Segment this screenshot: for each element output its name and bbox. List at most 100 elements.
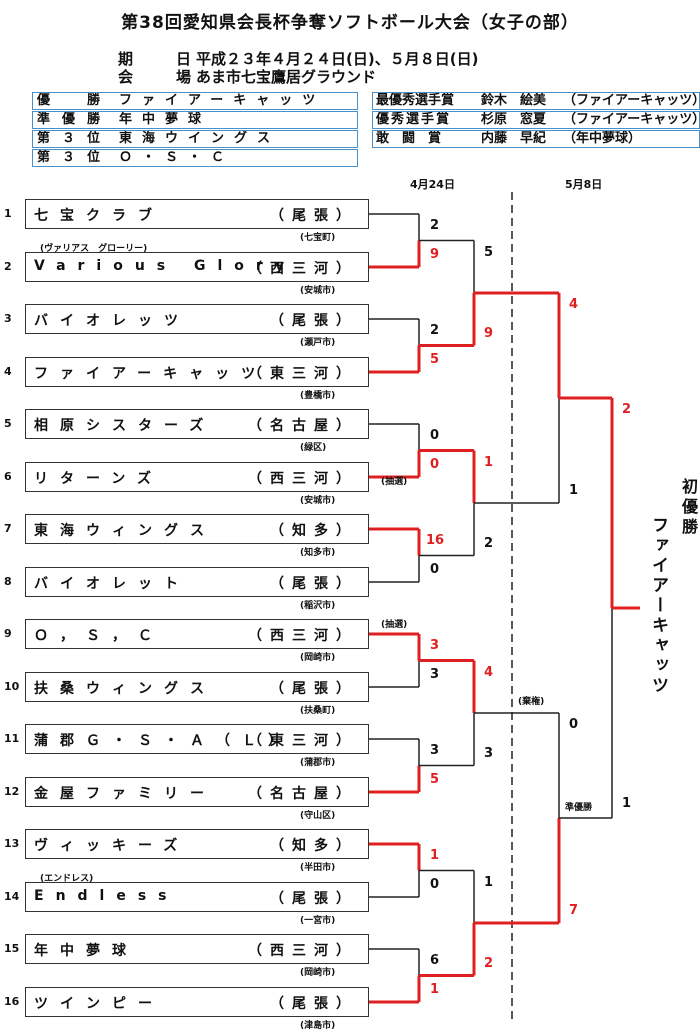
team-city: (豊橋市) (300, 391, 336, 401)
team-region: （名古屋） (248, 418, 358, 434)
team-box: バイオレット（尾張） (25, 567, 369, 597)
team-name: Endless (34, 888, 179, 904)
team-city: (蒲郡市) (300, 758, 336, 768)
team-box: 金屋ファミリー（名古屋） (25, 777, 369, 807)
award-winner-name: 鈴木 絵美 (481, 93, 547, 108)
team-city: (知多市) (300, 548, 336, 558)
awards-right-table: 最優秀選手賞 鈴木 絵美 （ファイアーキャッツ） 優秀選手賞 杉原 窓夏 （ファ… (372, 92, 700, 149)
champion-label: 初優勝 (679, 478, 698, 538)
game-score: 4 (569, 297, 579, 312)
award-row: 第３位 Ｏ・Ｓ・Ｃ (32, 149, 358, 167)
team-name: 扶桑ウィングス (34, 681, 216, 697)
team-city: (守山区) (300, 811, 336, 821)
game-score: 0 (430, 457, 440, 472)
game-score: 3 (430, 667, 440, 682)
forfeit-note: (棄権) (518, 697, 545, 707)
team-region: （知多） (270, 838, 358, 854)
game-score: 5 (430, 772, 440, 787)
award-label: 優 勝 (37, 93, 113, 108)
team-city: (津島市) (300, 1021, 336, 1031)
game-score: 5 (430, 352, 440, 367)
team-name: ツインピー (34, 996, 164, 1012)
team-box: ヴィッキーズ （知多） (25, 829, 369, 859)
team-name: Ｏ，Ｓ，Ｃ (34, 628, 164, 644)
team-region: （西三河） (248, 471, 358, 487)
team-city: (瀬戸市) (300, 338, 336, 348)
team-city: (安城市) (300, 286, 336, 296)
game-score: 1 (484, 454, 494, 470)
team-region: （西三河） (248, 628, 358, 644)
team-region: （尾張） (270, 313, 358, 329)
team-name: バイオレッツ (34, 313, 190, 329)
award-winner-name: 内藤 早紀 (481, 131, 547, 146)
team-region: （尾張） (270, 681, 358, 697)
game-score: 1 (569, 483, 579, 498)
team-name: 蒲郡Ｇ・Ｓ・Ａ（Ｌ） (34, 733, 294, 749)
team-box: Various Glory（西三河） (25, 252, 369, 282)
team-box: Ｏ，Ｓ，Ｃ （西三河） (25, 619, 369, 649)
award-row: 第３位 東海ウイングス (32, 130, 358, 148)
award-value: ファイアーキャッツ (119, 93, 326, 108)
team-name: Various Glory (34, 258, 296, 274)
award-winner-team: （年中夢球） (563, 131, 642, 146)
team-name: リターンズ (34, 471, 164, 487)
team-city: (半田市) (300, 863, 336, 873)
award-row: 優 勝 ファイアーキャッツ (32, 92, 358, 110)
team-number: 15 (4, 942, 20, 955)
team-box: 蒲郡Ｇ・Ｓ・Ａ（Ｌ）（東三河） (25, 724, 369, 754)
team-number: 11 (4, 732, 20, 745)
lottery-note: (抽選) (381, 477, 408, 487)
award-value: Ｏ・Ｓ・Ｃ (119, 150, 235, 165)
round1-date: 4月24日 (410, 178, 455, 191)
team-reading: (ヴァリアス グローリー) (40, 244, 148, 254)
award-value: 東海ウイングス (119, 131, 281, 146)
team-number: 10 (4, 680, 20, 693)
team-region: （西三河） (248, 943, 358, 959)
game-score: 5 (484, 244, 494, 260)
team-city: (七宝町) (300, 233, 336, 243)
runner-up-note: 準優勝 (565, 803, 593, 813)
venue-label: 会 場 (118, 68, 206, 86)
team-box: ツインピー （尾張） (25, 987, 369, 1017)
team-region: （尾張） (270, 208, 358, 224)
game-score: 1 (430, 982, 440, 997)
date-label: 期 日 (118, 50, 206, 68)
team-name: ヴィッキーズ (34, 838, 190, 854)
award-label: 第３位 (37, 131, 113, 146)
game-score: 0 (430, 877, 440, 892)
award-label: 準優勝 (37, 112, 113, 127)
team-name: 相原シスターズ (34, 418, 216, 434)
team-number: 16 (4, 995, 20, 1008)
team-box: バイオレッツ （尾張） (25, 304, 369, 334)
award-row: 敢 闘 賞 内藤 早紀 （年中夢球） (372, 130, 700, 148)
award-label: 優秀選手賞 (376, 112, 452, 127)
team-number: 12 (4, 785, 20, 798)
game-score: 2 (430, 323, 440, 338)
award-value: 年中夢球 (119, 112, 212, 127)
round2-date: 5月8日 (565, 178, 603, 191)
champion-team: ファイアーキャッツ (648, 516, 668, 696)
game-score: 9 (430, 247, 440, 262)
award-winner-name: 杉原 窓夏 (481, 112, 547, 127)
team-city: (一宮市) (300, 916, 336, 926)
team-box: 七宝クラブ（尾張） (25, 199, 369, 229)
lottery-note: (抽選) (381, 620, 408, 630)
game-score: 1 (622, 796, 632, 811)
team-name: 金屋ファミリー (34, 786, 216, 802)
awards-left-table: 優 勝 ファイアーキャッツ 準優勝 年中夢球 第３位 東海ウイングス 第３位 Ｏ… (32, 92, 358, 168)
team-city: (岡崎市) (300, 968, 336, 978)
award-label: 敢 闘 賞 (376, 131, 442, 146)
game-score: 1 (484, 874, 494, 890)
team-number: 14 (4, 890, 20, 903)
award-row: 優秀選手賞 杉原 窓夏 （ファイアーキャッツ） (372, 111, 700, 129)
game-score: 2 (484, 955, 494, 971)
team-number: 13 (4, 837, 20, 850)
team-region: （尾張） (270, 996, 358, 1012)
game-score: 0 (569, 717, 579, 732)
team-box: 扶桑ウィングス （尾張） (25, 672, 369, 702)
award-row: 準優勝 年中夢球 (32, 111, 358, 129)
game-score: 7 (569, 903, 579, 918)
team-number: 5 (4, 417, 12, 430)
team-number: 9 (4, 627, 12, 640)
